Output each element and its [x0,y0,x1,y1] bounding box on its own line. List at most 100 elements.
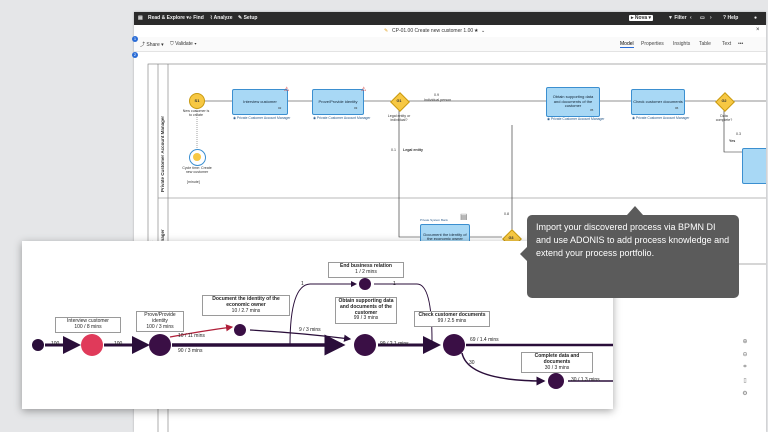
edge-label: 1 [393,281,396,287]
tab-model[interactable]: Model [620,41,634,48]
activity-stats: 100 / 8 mins [74,323,102,330]
node-document[interactable] [234,324,246,336]
user-icon[interactable]: ● [754,15,758,21]
tab-table[interactable]: Table [699,41,711,47]
help-button[interactable]: ? Help [723,15,739,21]
read-explore-menu[interactable]: Read & Explore ▾ [148,15,189,21]
help-label: Help [727,15,739,21]
tooltip-arrow-left [520,246,528,262]
tab-insights[interactable]: Insights [673,41,691,47]
gateway-label: G1 [396,99,402,103]
activity-interview[interactable]: Interview customer 100 / 8 mins [55,317,121,333]
activity-prove[interactable]: Prove/Provide identity 100 / 3 mins [136,311,184,333]
system-label: Private System Bank [420,218,448,222]
task-check-documents[interactable]: Check customer documents [631,89,685,115]
settings-icon[interactable]: ⚙ [742,391,748,397]
zoom-in-icon[interactable]: ⊕ [742,339,748,345]
tooltip-text: Import your discovered process via BPMN … [536,222,730,258]
activity-name: Obtain supporting data and documents of … [338,298,394,316]
activity-obtain[interactable]: Obtain supporting data and documents of … [335,297,397,324]
more-menu[interactable]: ••• [738,41,744,47]
activity-check[interactable]: Check customer documents 99 / 2.5 mins [414,311,490,327]
back-icon[interactable]: ‹ [690,15,692,21]
home-icon[interactable]: ▤ [138,15,143,21]
document-icon: ▤ [460,212,468,221]
node-complete[interactable] [548,373,564,389]
edge-label: 9 / 3 mins [299,327,321,333]
warning-icon: ⚠ [284,87,290,93]
flow-line [723,109,742,153]
task-interview-customer[interactable]: Interview customer [232,89,288,115]
zoom-out-icon[interactable]: ⊖ [742,352,748,358]
forward-icon[interactable]: › [710,15,712,21]
node-prove[interactable] [149,334,171,356]
role-text: Private Customer Account Manager [635,116,690,120]
activity-stats: 100 / 3 mins [146,323,174,330]
filter-label: Filter [674,15,687,21]
node-check[interactable] [443,334,465,356]
task-complete-data[interactable] [742,148,766,184]
start-event[interactable]: S1 [189,93,205,109]
window-icon[interactable]: ▭ [700,15,705,21]
tab-properties[interactable]: Properties [641,41,664,47]
warning-icon: ⚠ [361,87,367,93]
start-node[interactable] [32,339,44,351]
activity-stats: 99 / 2.5 mins [437,317,467,324]
setup-menu[interactable]: ✎ Setup [238,15,258,21]
section-marker[interactable]: 2 [132,52,138,58]
share-label: Share [146,42,160,48]
process-mining-panel: Interview customer 100 / 8 mins Prove/Pr… [22,241,613,409]
flow-line [398,109,420,238]
lane-title-private: Private Customer Account Manager [160,115,165,192]
language-select[interactable]: ▸ Nova ▾ [629,15,654,21]
timer-icon [193,153,201,161]
activity-end-relation[interactable]: End business relation 1 / 2 mins [328,262,404,278]
start-event-label: New customer is to create [182,109,210,117]
timer-event[interactable] [189,149,206,166]
node-obtain[interactable] [354,334,376,356]
role-label: ◉ Private Customer Account Manager [547,117,605,121]
prob-label: 0.9 [434,93,439,97]
share-button[interactable]: ⤴ Share ▾ [140,42,164,48]
role-label: ◉ Private Customer Account Manager [233,116,291,120]
model-icon: ✎ [384,28,389,34]
tab-text[interactable]: Text [722,41,732,47]
page-icon[interactable]: ▯ [743,378,747,384]
node-end-relation[interactable] [359,278,371,290]
edge-label: 1 [301,281,304,287]
fit-icon[interactable]: ⌗ [743,364,747,370]
flow-edge [249,329,352,342]
activity-stats: 99 / 3 mins [353,315,379,322]
edge-label: 90 / 3 mins [178,348,203,354]
prob-label: 0.1 [391,148,396,152]
find-menu[interactable]: ⌕ Find [189,15,204,21]
activity-stats: 1 / 2 mins [355,268,377,275]
activity-name: Complete data and documents [534,353,580,365]
top-menu-bar: ▤ Read & Explore ▾ ⌕ Find ⌇ Analyze ✎ Se… [134,12,766,25]
yes-label: Yes [729,139,736,143]
activity-document[interactable]: Document the identity of the economic ow… [202,295,290,317]
chevron-down-icon[interactable]: ⌄ [481,28,486,34]
analyze-menu[interactable]: ⌇ Analyze [210,15,233,21]
task-prove-label: Prove/Provide identity [318,98,358,104]
task-obtain-documents[interactable]: Obtain supporting data and documents of … [546,87,600,117]
role-label: ◉ Private Customer Account Manager [313,116,371,120]
flow-edge [289,283,311,346]
role-label: ◉ Private Customer Account Manager [632,116,690,120]
activity-stats: 30 / 3 mins [544,364,570,371]
task-interview-label: Interview customer [243,98,277,104]
edge-label: 30 / 1.3 mins [571,377,600,383]
flow-edge [416,283,433,342]
close-icon[interactable]: × [756,27,760,33]
tooltip-arrow [627,206,643,215]
role-text: Private Customer Account Manager [236,116,291,120]
activity-name: Prove/Provide identity [144,312,176,324]
star-icon[interactable]: ★ [474,28,479,34]
task-prove-identity[interactable]: Prove/Provide identity [312,89,364,115]
validate-button[interactable]: ⛉ Validate ▾ [170,41,197,47]
node-interview[interactable] [81,334,103,356]
filter-button[interactable]: ▼ Filter [668,15,687,21]
activity-complete[interactable]: Complete data and documents 30 / 3 mins [521,352,593,374]
section-marker[interactable]: 1 [132,36,138,42]
edge-label: 99 / 2.1 mins [380,341,409,347]
